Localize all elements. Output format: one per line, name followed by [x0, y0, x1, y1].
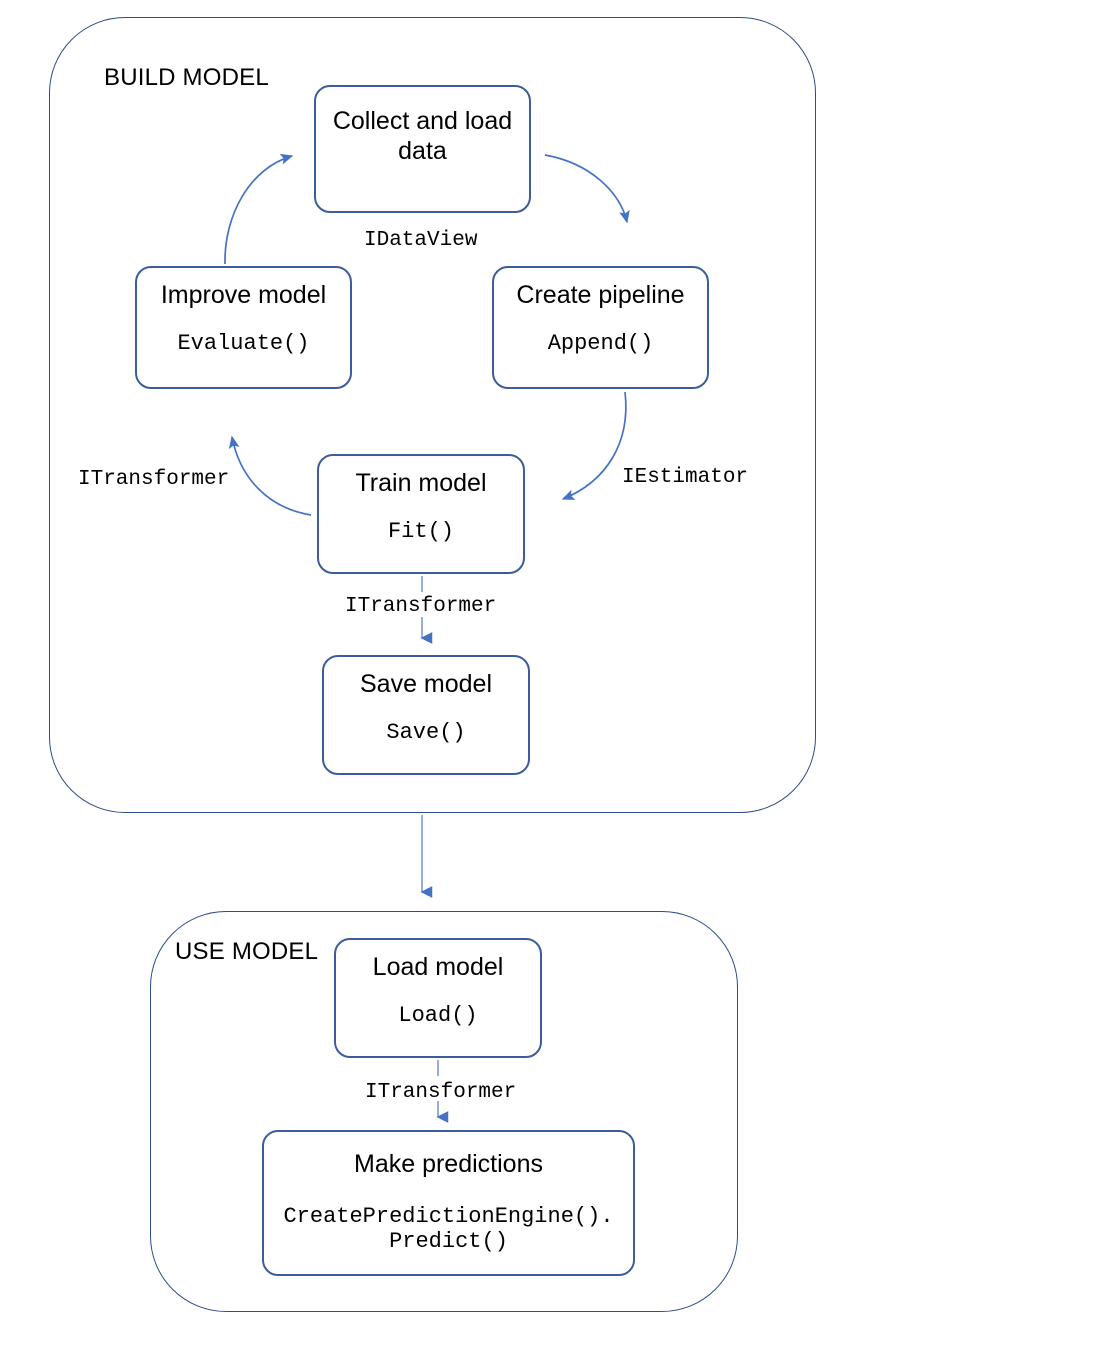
box-pipeline-api: Append() — [547, 330, 654, 356]
edge-label-itransformer-train-to-save: ITransformer — [345, 595, 497, 618]
edge-label-iestimator: IEstimator — [622, 466, 749, 489]
build-model-section — [49, 17, 816, 813]
build-model-section-title: BUILD MODEL — [104, 64, 269, 91]
box-load-model[interactable]: Load model Load() — [334, 938, 542, 1058]
box-pipeline-title: Create pipeline — [516, 281, 685, 309]
box-save-title: Save model — [359, 670, 493, 698]
edge-label-idataview: IDataView — [364, 229, 478, 252]
box-make-predictions[interactable]: Make predictions CreatePredictionEngine(… — [262, 1130, 635, 1276]
use-model-section — [150, 911, 738, 1312]
box-train-title: Train model — [355, 469, 487, 497]
edge-label-itransformer-load-to-predict: ITransformer — [365, 1081, 517, 1104]
box-create-pipeline[interactable]: Create pipeline Append() — [492, 266, 709, 389]
box-improve-api: Evaluate() — [177, 330, 310, 356]
box-collect-title: Collect and load data — [332, 107, 513, 165]
box-collect-and-load-data[interactable]: Collect and load data — [314, 85, 531, 213]
box-improve-title: Improve model — [160, 281, 327, 309]
box-predict-api: CreatePredictionEngine(). Predict() — [283, 1203, 614, 1255]
use-model-section-title: USE MODEL — [175, 938, 319, 965]
box-save-api: Save() — [386, 719, 466, 745]
box-load-api: Load() — [398, 1002, 478, 1028]
box-save-model[interactable]: Save model Save() — [322, 655, 530, 775]
box-predict-title: Make predictions — [354, 1150, 543, 1178]
box-train-api: Fit() — [387, 518, 454, 544]
box-load-title: Load model — [372, 953, 504, 981]
box-train-model[interactable]: Train model Fit() — [317, 454, 525, 574]
box-improve-model[interactable]: Improve model Evaluate() — [135, 266, 352, 389]
edge-label-itransformer-train-to-improve: ITransformer — [78, 468, 230, 491]
